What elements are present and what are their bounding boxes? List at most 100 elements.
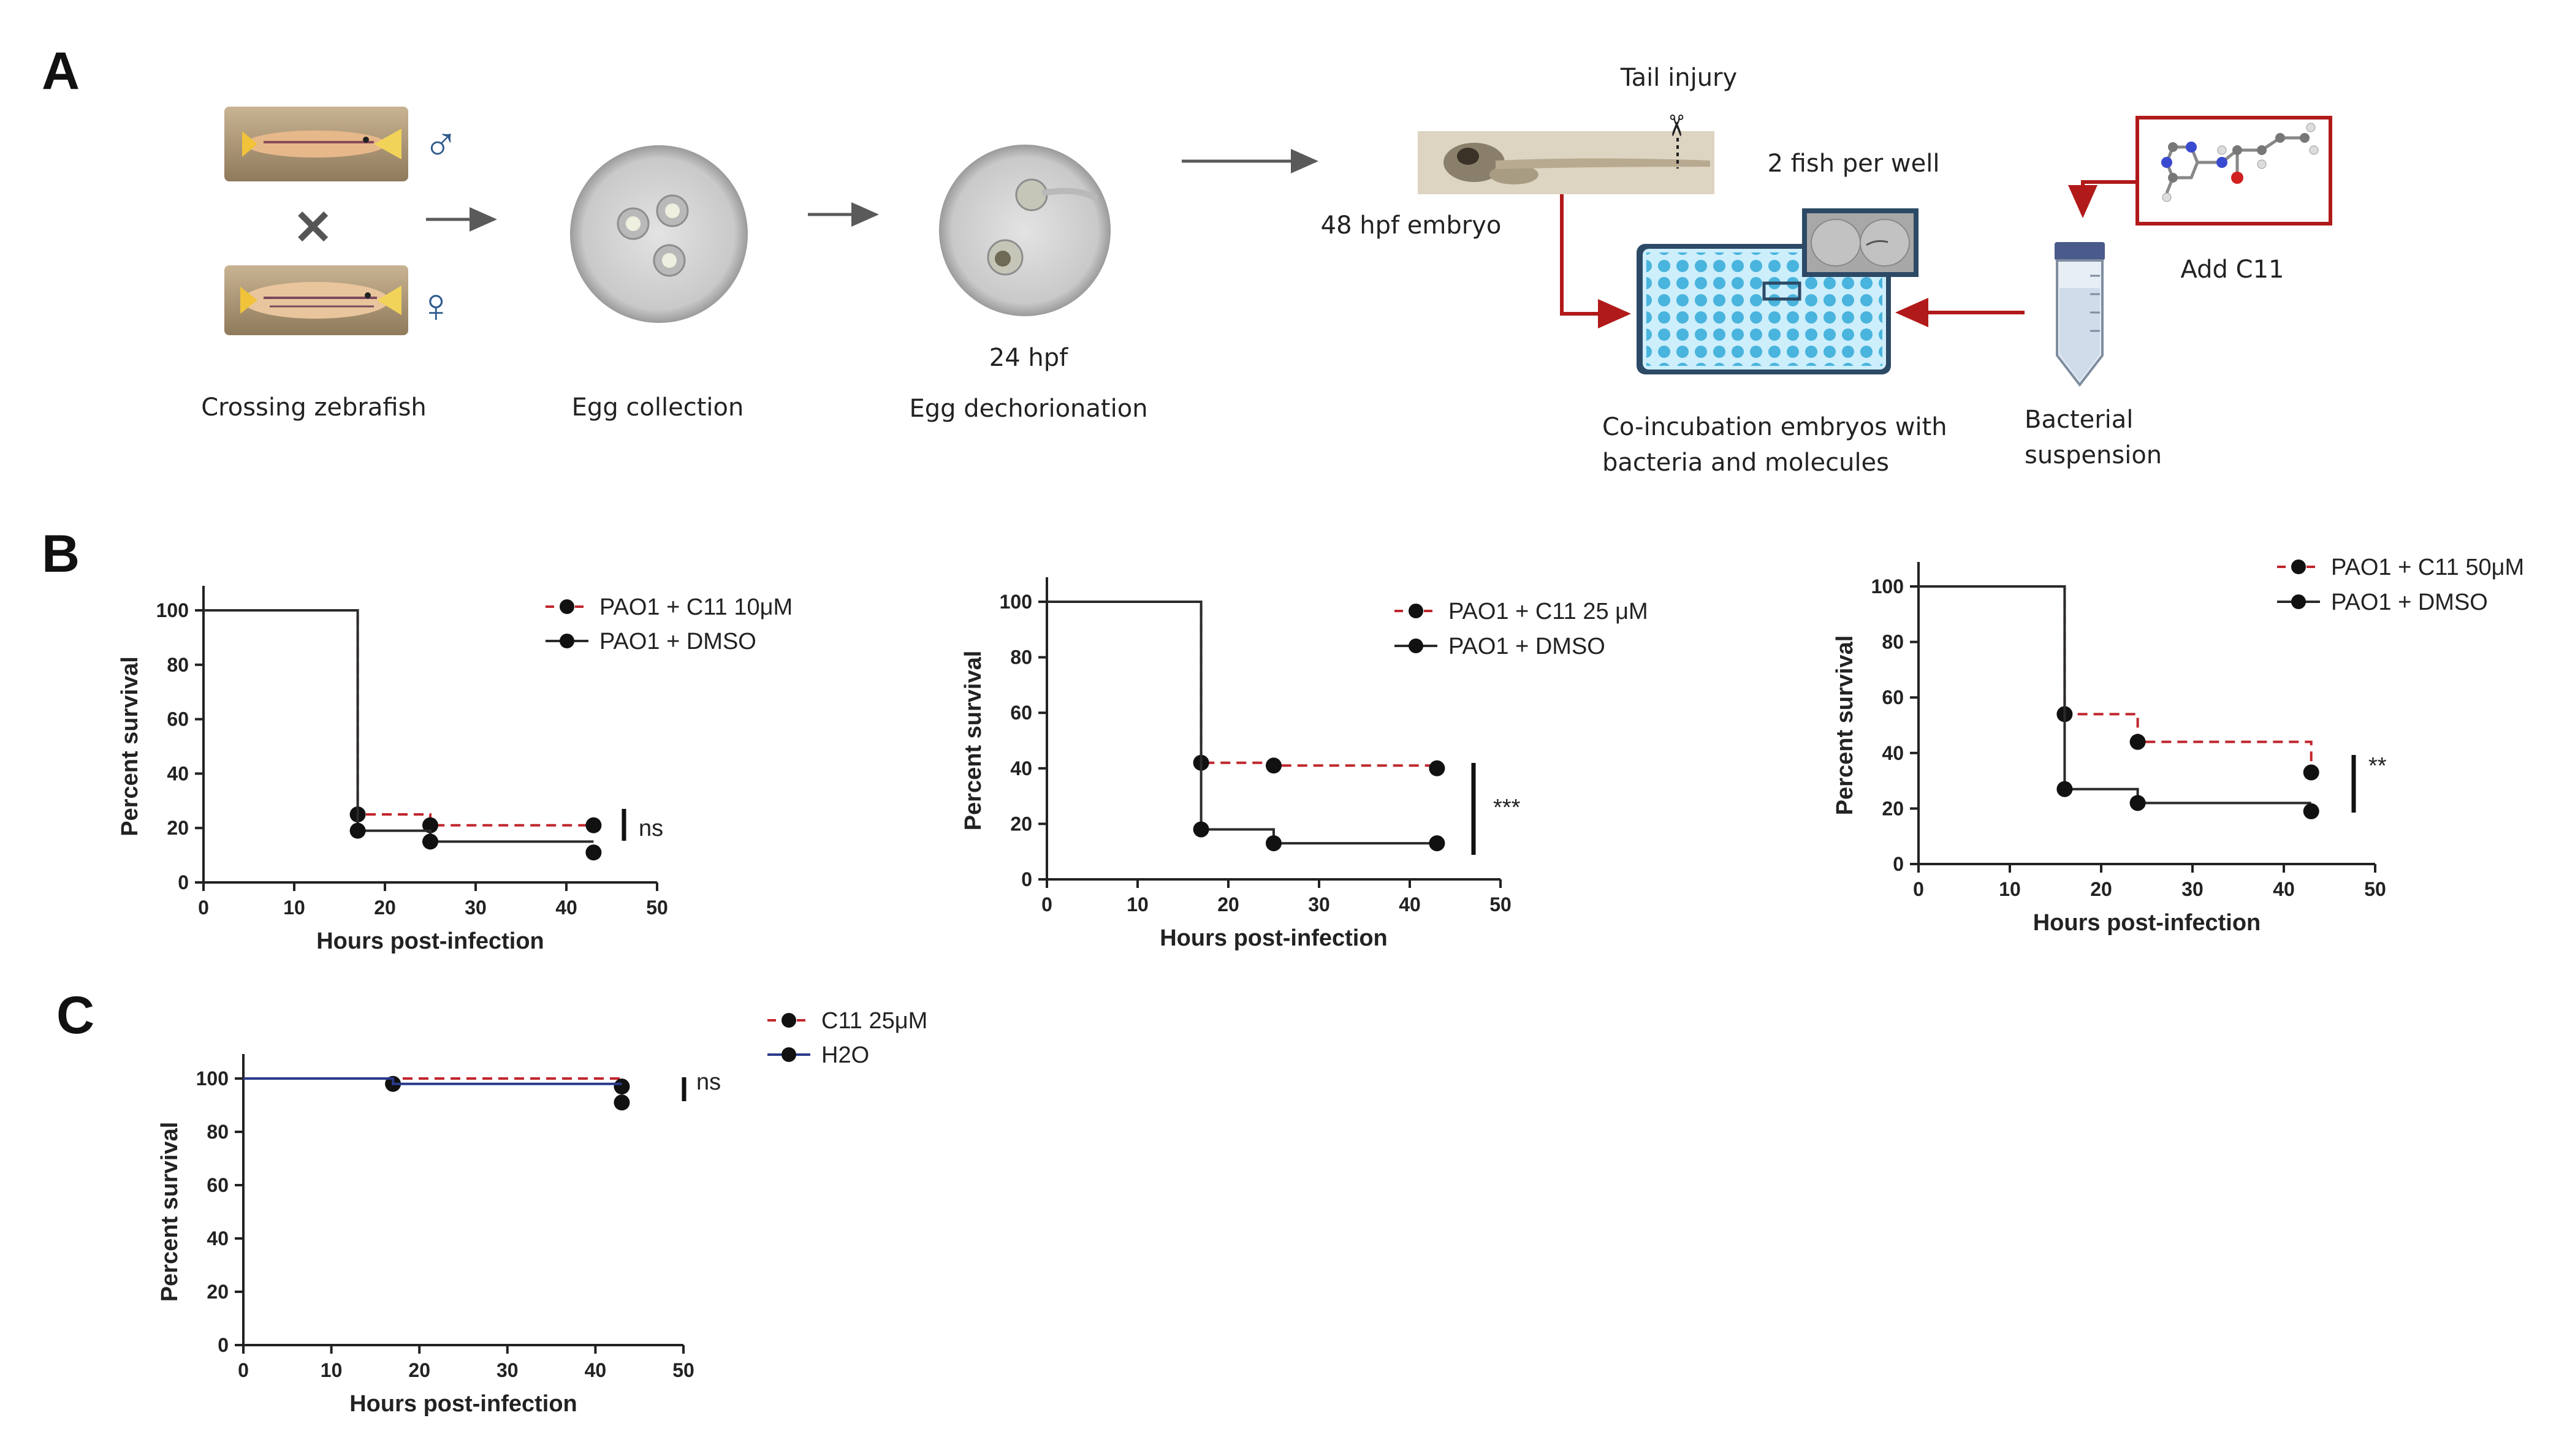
data-point bbox=[349, 822, 366, 839]
data-point bbox=[2303, 803, 2319, 819]
coincubation-label-line2: bacteria and molecules bbox=[1602, 449, 1889, 477]
c11-molecule-box bbox=[2135, 116, 2332, 226]
data-point bbox=[1266, 757, 1282, 774]
data-point bbox=[1266, 835, 1282, 852]
y-tick-label: 80 bbox=[167, 654, 189, 676]
female-fish-image bbox=[224, 265, 408, 335]
data-point bbox=[2056, 781, 2073, 797]
legend-marker-1 bbox=[560, 634, 574, 648]
legend-label-0: C11 25μM bbox=[821, 1008, 927, 1034]
y-tick-label: 60 bbox=[1882, 686, 1904, 708]
add-c11-label: Add C11 bbox=[2181, 256, 2284, 284]
y-tick-label: 100 bbox=[196, 1067, 229, 1090]
y-tick-label: 0 bbox=[1021, 868, 1032, 890]
x-axis-label: Hours post-infection bbox=[2033, 910, 2261, 936]
series-line-1 bbox=[203, 609, 594, 843]
x-tick-label: 40 bbox=[1399, 893, 1421, 916]
arrow-c11-to-tube bbox=[2068, 180, 2137, 218]
legend-marker-1 bbox=[2291, 594, 2306, 609]
x-tick-label: 50 bbox=[672, 1359, 694, 1381]
data-point bbox=[614, 1079, 630, 1095]
x-tick-label: 20 bbox=[1217, 893, 1239, 916]
data-point bbox=[422, 817, 438, 833]
legend-marker-1 bbox=[1409, 639, 1423, 653]
egg-collection-label: Egg collection bbox=[572, 393, 744, 422]
embryo-label: 48 hpf embryo bbox=[1321, 211, 1502, 240]
legend-label-1: PAO1 + DMSO bbox=[1448, 634, 1605, 659]
legend-marker-1 bbox=[782, 1047, 796, 1062]
hpf-label: 24 hpf bbox=[989, 344, 1068, 372]
y-tick-label: 100 bbox=[156, 599, 189, 621]
y-tick-label: 0 bbox=[1893, 853, 1904, 875]
x-tick-label: 10 bbox=[321, 1359, 343, 1381]
y-tick-label: 60 bbox=[207, 1174, 229, 1196]
bacterial-label-line1: Bacterial bbox=[2025, 406, 2133, 434]
x-axis-label: Hours post-infection bbox=[1160, 925, 1388, 951]
male-symbol: ♂ bbox=[423, 117, 459, 171]
panel-b-letter: B bbox=[42, 525, 80, 583]
coincubation-label-line1: Co-incubation embryos with bbox=[1602, 413, 1947, 441]
x-tick-label: 0 bbox=[198, 897, 209, 919]
y-tick-label: 60 bbox=[167, 708, 189, 730]
series-line-0 bbox=[203, 609, 594, 827]
x-tick-label: 10 bbox=[1999, 878, 2021, 900]
y-tick-label: 40 bbox=[1882, 742, 1904, 764]
legend-marker-0 bbox=[560, 599, 574, 614]
y-tick-label: 20 bbox=[167, 817, 189, 839]
x-tick-label: 50 bbox=[2364, 878, 2386, 900]
data-point bbox=[1193, 821, 1209, 838]
x-tick-label: 20 bbox=[374, 897, 396, 919]
series-line-1 bbox=[243, 1077, 622, 1085]
series-line-0 bbox=[1047, 601, 1437, 767]
x-tick-label: 30 bbox=[465, 897, 487, 919]
x-tick-label: 40 bbox=[585, 1359, 607, 1381]
x-tick-label: 20 bbox=[408, 1359, 430, 1381]
legend-marker-0 bbox=[782, 1013, 796, 1028]
y-axis-label: Percent survival bbox=[157, 1122, 183, 1302]
y-tick-label: 20 bbox=[1882, 797, 1904, 819]
y-tick-label: 40 bbox=[1010, 757, 1032, 779]
dechorionation-dish bbox=[939, 145, 1111, 316]
y-tick-label: 100 bbox=[1871, 575, 1904, 597]
data-point bbox=[585, 817, 602, 833]
x-tick-label: 0 bbox=[1913, 878, 1924, 900]
y-tick-label: 100 bbox=[1000, 591, 1032, 613]
x-tick-label: 30 bbox=[2181, 878, 2204, 900]
data-point bbox=[2129, 795, 2146, 811]
y-tick-label: 20 bbox=[1010, 813, 1032, 835]
y-axis-label: Percent survival bbox=[960, 651, 986, 831]
egg-dechorionation-label: Egg dechorionation bbox=[909, 395, 1147, 423]
x-tick-label: 0 bbox=[1041, 893, 1052, 916]
arrow-embryo-to-plate bbox=[1560, 194, 1631, 328]
series-line-1 bbox=[1919, 585, 2311, 805]
x-tick-label: 10 bbox=[283, 897, 305, 919]
male-fish-image bbox=[224, 107, 408, 181]
y-tick-label: 80 bbox=[207, 1121, 229, 1143]
panel-a-letter: A bbox=[42, 42, 80, 100]
egg-collection-dish bbox=[570, 145, 748, 323]
x-tick-label: 30 bbox=[496, 1359, 519, 1381]
significance-label: ns bbox=[639, 816, 663, 841]
legend-label-1: H2O bbox=[821, 1042, 869, 1068]
x-axis-label: Hours post-infection bbox=[316, 928, 544, 954]
data-point bbox=[1429, 760, 1445, 776]
x-tick-label: 50 bbox=[646, 897, 668, 919]
y-tick-label: 80 bbox=[1882, 631, 1904, 653]
series-line-0 bbox=[1919, 585, 2313, 773]
y-tick-label: 60 bbox=[1010, 702, 1032, 724]
data-point bbox=[1429, 835, 1445, 852]
scissors-icon: ✂ bbox=[1659, 113, 1692, 138]
legend-label-0: PAO1 + C11 50μM bbox=[2331, 555, 2524, 580]
x-tick-label: 0 bbox=[238, 1359, 249, 1381]
y-tick-label: 0 bbox=[178, 871, 189, 893]
data-point bbox=[614, 1094, 630, 1111]
significance-label: *** bbox=[1493, 795, 1521, 821]
significance-label: ** bbox=[2368, 753, 2387, 779]
data-point bbox=[2303, 764, 2319, 781]
significance-label: ns bbox=[696, 1069, 721, 1095]
y-tick-label: 40 bbox=[167, 762, 189, 784]
legend-label-0: PAO1 + C11 10μM bbox=[599, 594, 793, 620]
embryo-image bbox=[1418, 131, 1714, 194]
